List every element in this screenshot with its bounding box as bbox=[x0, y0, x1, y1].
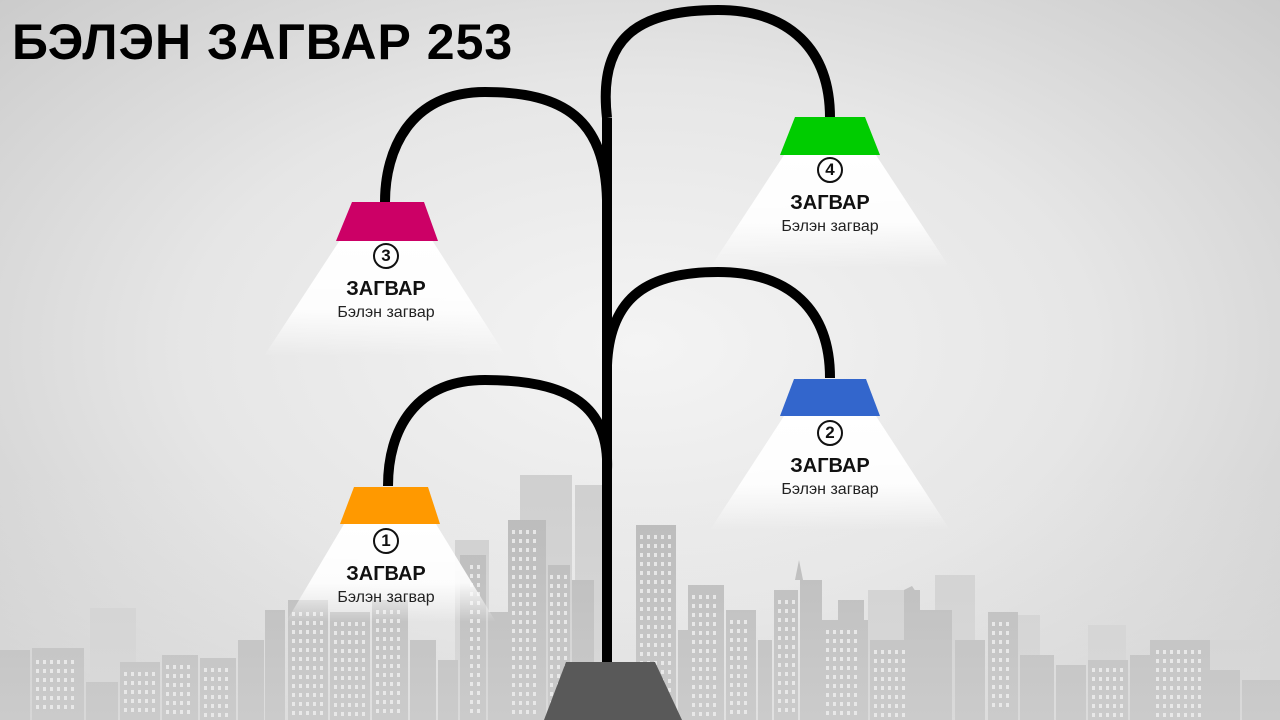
lamp-label-2: 2 ЗАГВАР Бэлэн загвар bbox=[740, 420, 920, 500]
lamp-heading-2: ЗАГВАР bbox=[790, 455, 870, 477]
number-badge-1: 1 bbox=[373, 528, 399, 554]
lamp-text-2: Бэлэн загвар bbox=[781, 481, 879, 498]
post-base bbox=[544, 662, 682, 720]
lamp-text-1: Бэлэн загвар bbox=[337, 589, 435, 606]
lamp-shade-1 bbox=[340, 487, 440, 524]
light-beam-4 bbox=[710, 155, 950, 268]
lamp-label-4: 4 ЗАГВАР Бэлэн загвар bbox=[740, 157, 920, 237]
number-badge-4: 4 bbox=[817, 157, 843, 183]
lamp-label-1: 1 ЗАГВАР Бэлэн загвар bbox=[296, 528, 476, 608]
lamp-text-3: Бэлэн загвар bbox=[337, 304, 435, 321]
light-beam-1 bbox=[286, 524, 496, 622]
lamp-label-3: 3 ЗАГВАР Бэлэн загвар bbox=[296, 243, 476, 323]
city-skyline bbox=[0, 470, 1280, 720]
lamp-heading-1: ЗАГВАР bbox=[346, 563, 426, 585]
light-beam-2 bbox=[710, 416, 950, 530]
lamp-heading-3: ЗАГВАР bbox=[346, 278, 426, 300]
lamp-shade-3 bbox=[336, 202, 438, 241]
lamp-text-4: Бэлэн загвар bbox=[781, 218, 879, 235]
lamp-post bbox=[380, 4, 835, 662]
light-beam-3 bbox=[264, 240, 506, 356]
number-badge-3: 3 bbox=[373, 243, 399, 269]
slide-title: БЭЛЭН ЗАГВАР 253 bbox=[12, 14, 514, 70]
number-badge-2: 2 bbox=[817, 420, 843, 446]
lamp-shade-2 bbox=[780, 379, 880, 416]
lamp-shade-4 bbox=[780, 117, 880, 155]
lamp-heading-4: ЗАГВАР bbox=[790, 192, 870, 214]
